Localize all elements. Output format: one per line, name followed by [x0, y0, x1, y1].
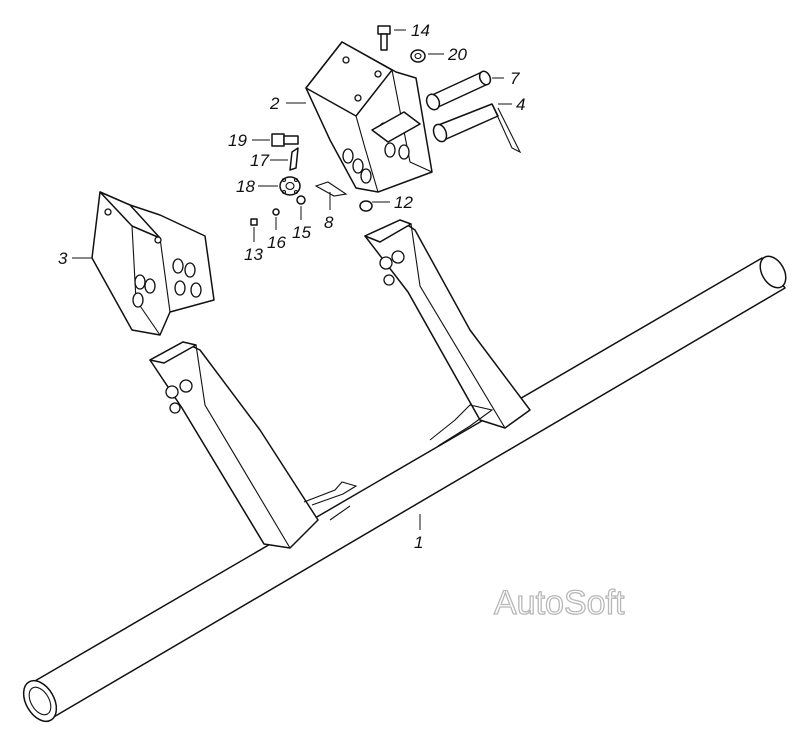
part-4-cranked-pin: [432, 103, 522, 154]
label-15: 15: [292, 223, 311, 242]
watermark-text: AutoSoft: [494, 584, 625, 622]
part-14-bolt: [377, 25, 391, 51]
part-12-nut: [359, 200, 373, 212]
label-17: 17: [250, 151, 269, 170]
part-19-bolt: [271, 133, 299, 147]
label-8: 8: [324, 213, 334, 232]
part-3-bracket: [91, 191, 215, 336]
label-13: 13: [244, 245, 263, 264]
part-7-pin: [425, 70, 492, 111]
part-20-nut: [410, 49, 426, 63]
part-1-tube-assembly: [22, 219, 787, 723]
label-18: 18: [236, 177, 255, 196]
label-19: 19: [228, 131, 247, 150]
label-3: 3: [58, 249, 68, 268]
label-12: 12: [394, 193, 413, 212]
part-18-castle-nut: [279, 176, 301, 196]
leader-lines: [72, 29, 512, 530]
label-2: 2: [269, 94, 280, 113]
part-2-bracket: [305, 41, 433, 193]
part-8-spring-clip: [314, 181, 348, 197]
part-labels: 14 20 7 4 2 19 17 18 8 12 15 16 13 3 1: [58, 21, 525, 552]
label-20: 20: [447, 45, 467, 64]
part-15-washer: [296, 195, 306, 205]
label-7: 7: [510, 69, 520, 88]
part-17-cotter-pin: [289, 147, 299, 171]
label-1: 1: [414, 533, 423, 552]
label-14: 14: [411, 21, 430, 40]
label-4: 4: [516, 95, 525, 114]
part-16-washer: [272, 208, 280, 216]
label-16: 16: [267, 233, 286, 252]
part-13-bolt: [250, 218, 258, 226]
